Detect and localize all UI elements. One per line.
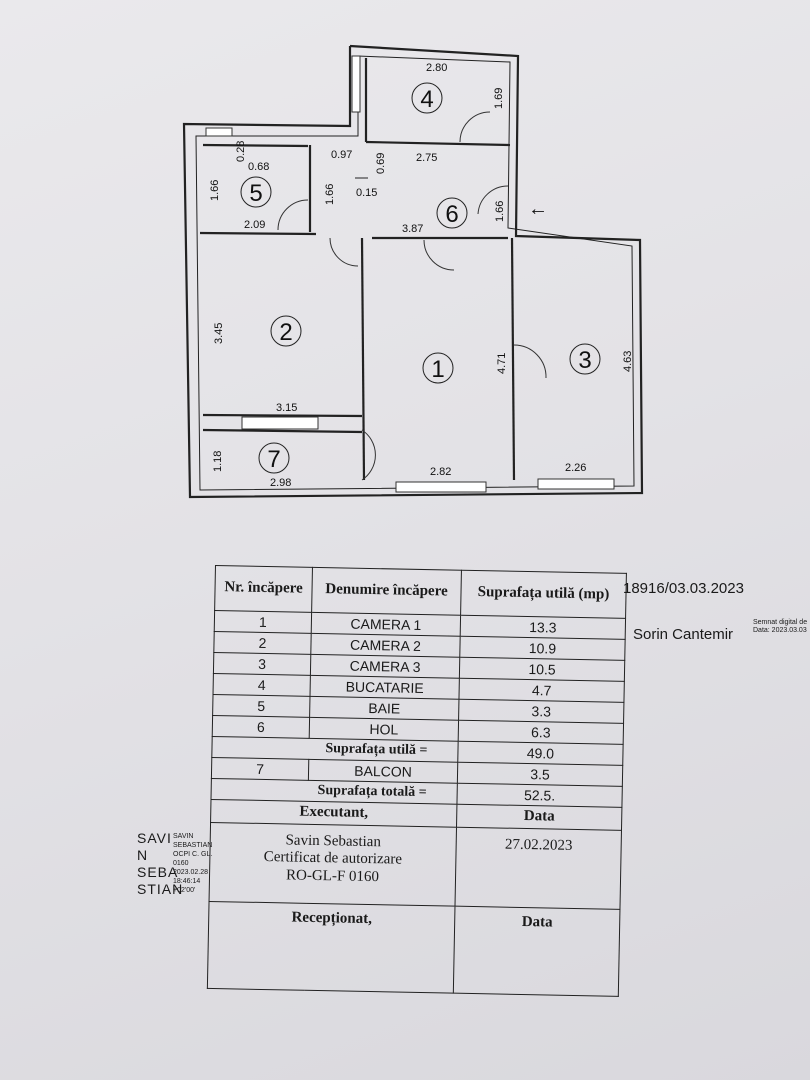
received-label: Recepționat, — [207, 901, 455, 994]
row-nr: 4 — [213, 673, 311, 697]
dim-r5-height: 1.66 — [209, 180, 221, 201]
dim-hall-b: 0.69 — [375, 153, 387, 174]
doors — [277, 111, 547, 481]
savin-signature-meta: SAVIN SEBASTIAN OCPI C. GL. 0160 2023.02… — [173, 832, 212, 895]
dim-r5-b: 0.68 — [248, 161, 269, 173]
dimensions: 2.80 1.69 0.28 0.68 1.66 2.09 0.97 0.69 … — [209, 62, 634, 489]
dim-r3-height: 4.63 — [622, 351, 634, 372]
room-label-6: 6 — [445, 201, 458, 228]
signer-name: Sorin Cantemir — [633, 626, 734, 643]
savin-meta-line: SEBASTIAN — [173, 842, 213, 849]
dim-hall-a: 0.97 — [331, 149, 352, 161]
signer-digital-note: Semnat digital de Data: 2023.03.03 — [753, 619, 810, 635]
row-name: HOL — [309, 717, 459, 742]
savin-signature-line: SEBA — [137, 864, 179, 880]
room-label-7: 7 — [267, 446, 280, 473]
executant-body-row: Savin Sebastian Certificat de autorizare… — [209, 822, 622, 910]
executant-date: 27.02.2023 — [454, 827, 622, 910]
area-table-container: Nr. încăpere Denumire încăpere Suprafața… — [207, 565, 627, 1003]
row-name: CAMERA 1 — [311, 612, 461, 637]
row-name: BUCATARIE — [309, 675, 460, 700]
savin-signature-line: SAVI — [137, 830, 172, 846]
balcony-nr: 7 — [211, 757, 309, 781]
executant-code: RO-GL-F 0160 — [285, 866, 380, 885]
executant-details: Savin Sebastian Certificat de autorizare… — [209, 822, 457, 907]
row-name: BAIE — [309, 696, 459, 721]
floor-plan: 4 5 6 2 1 3 7 2.80 1.69 0.28 0.68 1.66 2… — [182, 44, 644, 499]
savin-meta-line: OCPI C. GL. — [173, 851, 213, 858]
row-nr: 2 — [213, 631, 312, 655]
entrance-arrow-icon: ← — [528, 198, 548, 220]
executant-date-label: Data — [456, 804, 622, 831]
dim-r7-width: 2.98 — [270, 477, 291, 489]
area-table: Nr. încăpere Denumire încăpere Suprafața… — [207, 565, 627, 997]
header-name: Denumire încăpere — [311, 567, 462, 616]
room-marker-4 — [411, 82, 443, 114]
savin-meta-line: 0160 — [173, 860, 189, 867]
dim-r2-width: 3.15 — [276, 402, 297, 414]
row-nr: 5 — [212, 694, 310, 718]
header-area: Suprafața utilă (mp) — [460, 570, 627, 619]
row-nr: 3 — [213, 652, 311, 676]
savin-meta-line: SAVIN — [173, 833, 194, 840]
windows — [205, 55, 615, 493]
received-date-label: Data — [453, 906, 620, 997]
savin-meta-line: 2023.02.28 — [173, 869, 209, 876]
room-marker-5 — [240, 176, 272, 208]
received-row: Recepționat, Data — [207, 901, 620, 997]
dim-r1-width: 2.82 — [430, 466, 451, 478]
header-nr: Nr. încăpere — [214, 565, 313, 613]
dim-r4-height: 1.69 — [493, 88, 505, 109]
room-label-1: 1 — [431, 356, 444, 383]
room-marker-2 — [270, 315, 302, 347]
room-markers: 4 5 6 2 1 3 7 — [240, 82, 601, 474]
dim-r2-height: 3.45 — [213, 323, 225, 344]
outer-walls — [182, 44, 644, 499]
dim-r7-height: 1.18 — [212, 451, 224, 472]
dim-hall-f: 1.66 — [494, 201, 506, 222]
room-label-5: 5 — [249, 180, 262, 207]
dim-r1-height: 4.71 — [496, 353, 508, 374]
dim-hall-d: 1.66 — [324, 184, 336, 205]
row-nr: 6 — [212, 715, 310, 739]
room-label-4: 4 — [420, 86, 433, 113]
dim-r4-width: 2.80 — [426, 62, 447, 74]
savin-signature-line: STIAN — [137, 881, 184, 897]
registration-reference: 18916/03.03.2023 — [623, 580, 744, 597]
savin-meta-line: 18:46:14 — [173, 878, 201, 885]
row-name: CAMERA 3 — [310, 654, 460, 679]
savin-signature: SAVI N SEBA STIAN — [137, 830, 183, 898]
room-label-3: 3 — [578, 347, 591, 374]
dim-r5-width: 2.09 — [244, 219, 265, 231]
dim-hall-width: 3.87 — [402, 223, 423, 235]
dim-hall-c: 2.75 — [416, 152, 437, 164]
dim-hall-e: 0.15 — [356, 187, 377, 199]
interior-walls — [199, 58, 516, 481]
room-marker-6 — [436, 197, 468, 229]
savin-signature-line: N — [137, 847, 149, 863]
dim-r5-a: 0.28 — [235, 141, 247, 162]
room-label-2: 2 — [279, 319, 292, 346]
table-header-row: Nr. încăpere Denumire încăpere Suprafața… — [214, 565, 627, 619]
balcony-name: BALCON — [308, 759, 458, 784]
room-marker-3 — [569, 343, 601, 375]
signer-note-line: Semnat digital de — [753, 619, 808, 626]
room-marker-1 — [422, 352, 454, 384]
row-nr: 1 — [214, 610, 312, 634]
row-name: CAMERA 2 — [310, 633, 461, 658]
savin-meta-line: +02'00' — [173, 887, 196, 894]
signer-note-line: Data: 2023.03.03 — [753, 627, 807, 634]
dim-r3-width: 2.26 — [565, 462, 586, 474]
room-marker-7 — [258, 442, 290, 474]
